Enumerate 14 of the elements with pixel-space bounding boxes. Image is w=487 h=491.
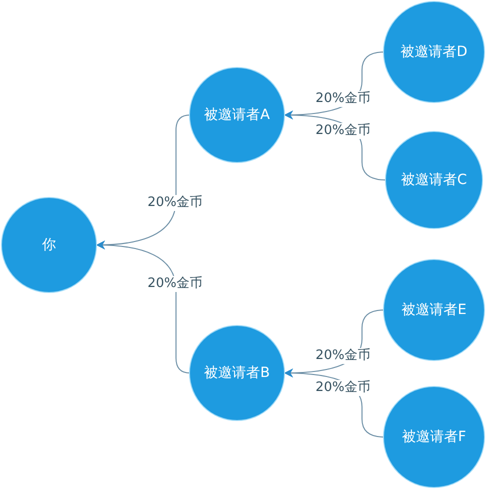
edge-label: 20%金币 xyxy=(146,276,204,292)
node-label: 被邀请者A xyxy=(204,106,270,124)
node-label: 被邀请者B xyxy=(204,364,270,382)
node-label: 被邀请者E xyxy=(402,302,466,318)
node-label: 你 xyxy=(42,236,56,254)
edge-label: 20%金币 xyxy=(314,348,372,364)
edge-label: 20%金币 xyxy=(314,123,372,139)
arrow xyxy=(96,240,190,374)
edge-label: 20%金币 xyxy=(146,195,204,211)
node-label: 被邀请者D xyxy=(400,44,468,60)
edge-label: 20%金币 xyxy=(314,91,372,107)
edge-label: 20%金币 xyxy=(314,380,372,396)
node-label: 被邀请者C xyxy=(401,172,467,188)
node-label: 被邀请者F xyxy=(402,428,466,446)
